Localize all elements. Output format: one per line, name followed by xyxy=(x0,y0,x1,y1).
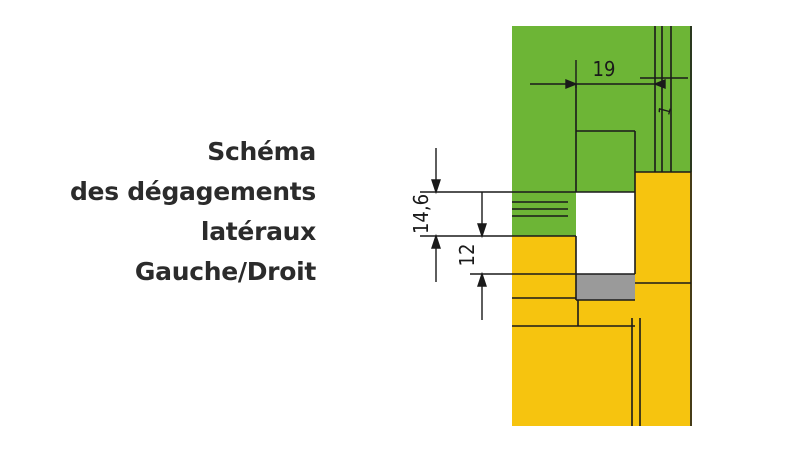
diagram-caption: Schéma des dégagements latéraux Gauche/D… xyxy=(70,132,316,292)
caption-line-1: Schéma xyxy=(207,137,316,166)
gray-strip xyxy=(576,274,635,300)
outline-lines xyxy=(512,26,692,426)
yellow-block-right xyxy=(635,172,692,252)
dimension-label-19: 19 xyxy=(593,57,616,81)
dimension-heights xyxy=(420,148,576,320)
dimension-width xyxy=(530,60,688,90)
dimension-label-12: 12 xyxy=(455,244,479,267)
caption-line-2: des dégagements xyxy=(69,177,316,206)
caption-line-3: latéraux xyxy=(200,217,316,246)
caption-line-4: Gauche/Droit xyxy=(134,257,316,286)
clearance-gap xyxy=(576,192,635,274)
dimension-label-14-6: 14,6 xyxy=(409,194,433,234)
